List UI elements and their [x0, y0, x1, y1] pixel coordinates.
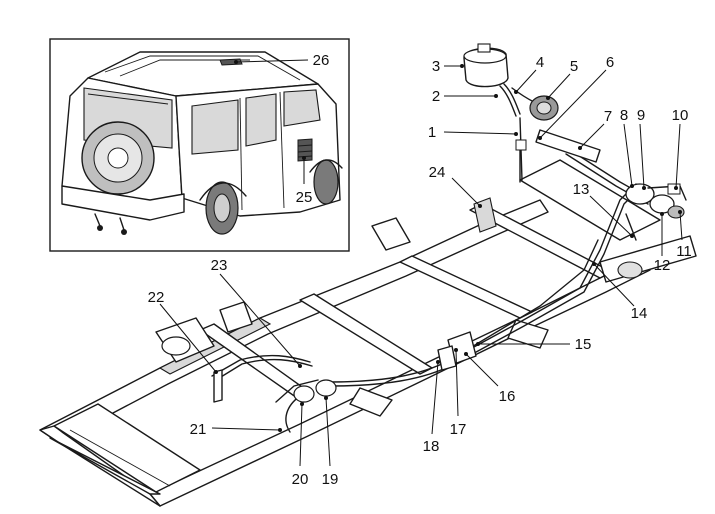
vehicle-inset — [49, 38, 350, 252]
callout-20: 20 — [292, 471, 309, 488]
callout-6: 6 — [606, 54, 614, 71]
callout-14: 14 — [631, 305, 648, 322]
callout-26: 26 — [313, 52, 330, 69]
callout-11: 11 — [676, 243, 692, 260]
callout-7: 7 — [604, 108, 612, 125]
callout-2: 2 — [432, 88, 440, 105]
callout-25: 25 — [296, 189, 313, 206]
callout-15: 15 — [575, 336, 592, 353]
callout-17: 17 — [450, 421, 467, 438]
callout-19: 19 — [322, 471, 339, 488]
callout-10: 10 — [672, 107, 689, 124]
callout-16: 16 — [499, 388, 516, 405]
callout-5: 5 — [570, 58, 578, 75]
callout-21: 21 — [190, 421, 207, 438]
components — [213, 43, 687, 403]
callout-22: 22 — [148, 289, 165, 306]
chassis-frame — [39, 159, 697, 507]
callout-13: 13 — [573, 181, 590, 198]
leader-lines — [159, 59, 683, 467]
callout-18: 18 — [423, 438, 440, 455]
callout-4: 4 — [536, 54, 544, 71]
callout-24: 24 — [429, 164, 446, 181]
callout-1: 1 — [428, 124, 436, 141]
callout-23: 23 — [211, 257, 228, 274]
callout-labels: 1 2 3 4 5 6 7 8 9 10 11 12 13 14 15 16 1… — [148, 52, 692, 488]
callout-3: 3 — [432, 58, 440, 75]
callout-8: 8 — [620, 107, 628, 124]
callout-9: 9 — [637, 107, 645, 124]
callout-12: 12 — [654, 257, 671, 274]
air-pipe-runs — [211, 139, 653, 433]
